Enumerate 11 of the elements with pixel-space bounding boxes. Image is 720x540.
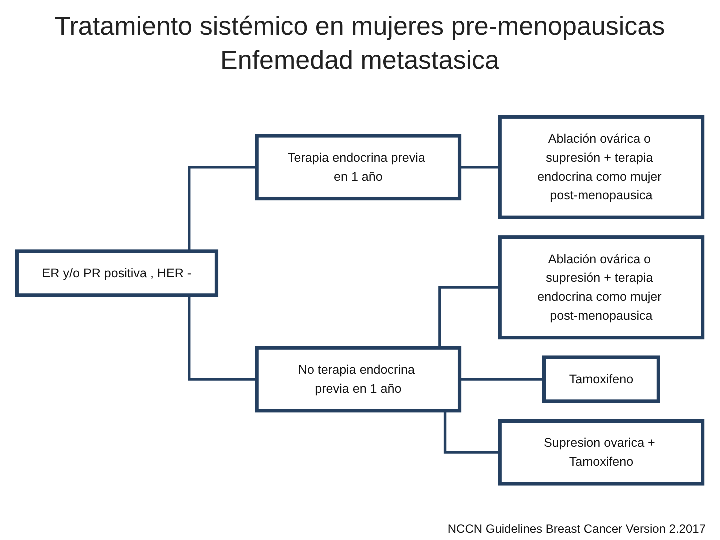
node-box: Supresion ovarica + Tamoxifeno [498, 420, 705, 486]
node-box: No terapia endocrina previa en 1 año [255, 346, 462, 414]
title: Tratamiento sistémico en mujeres pre-menopausicas Enfemedad metastasica [54, 10, 666, 77]
connector [460, 166, 500, 170]
node-box: ER y/o PR positiva , HER - [15, 250, 219, 298]
caption: NCCN Guidelines Breast Cancer Version 2.2017 [448, 522, 706, 536]
node-box: Ablación ovárica o supresión + terapia endocrina como mujer post-menopausica [498, 236, 705, 340]
node-box: Tamoxifeno [542, 356, 660, 404]
node-box: Ablación ovárica o supresión + terapia endocrina como mujer post-menopausica [498, 116, 705, 220]
node-box: Terapia endocrina previa en 1 año [255, 134, 462, 201]
connector [460, 378, 544, 382]
